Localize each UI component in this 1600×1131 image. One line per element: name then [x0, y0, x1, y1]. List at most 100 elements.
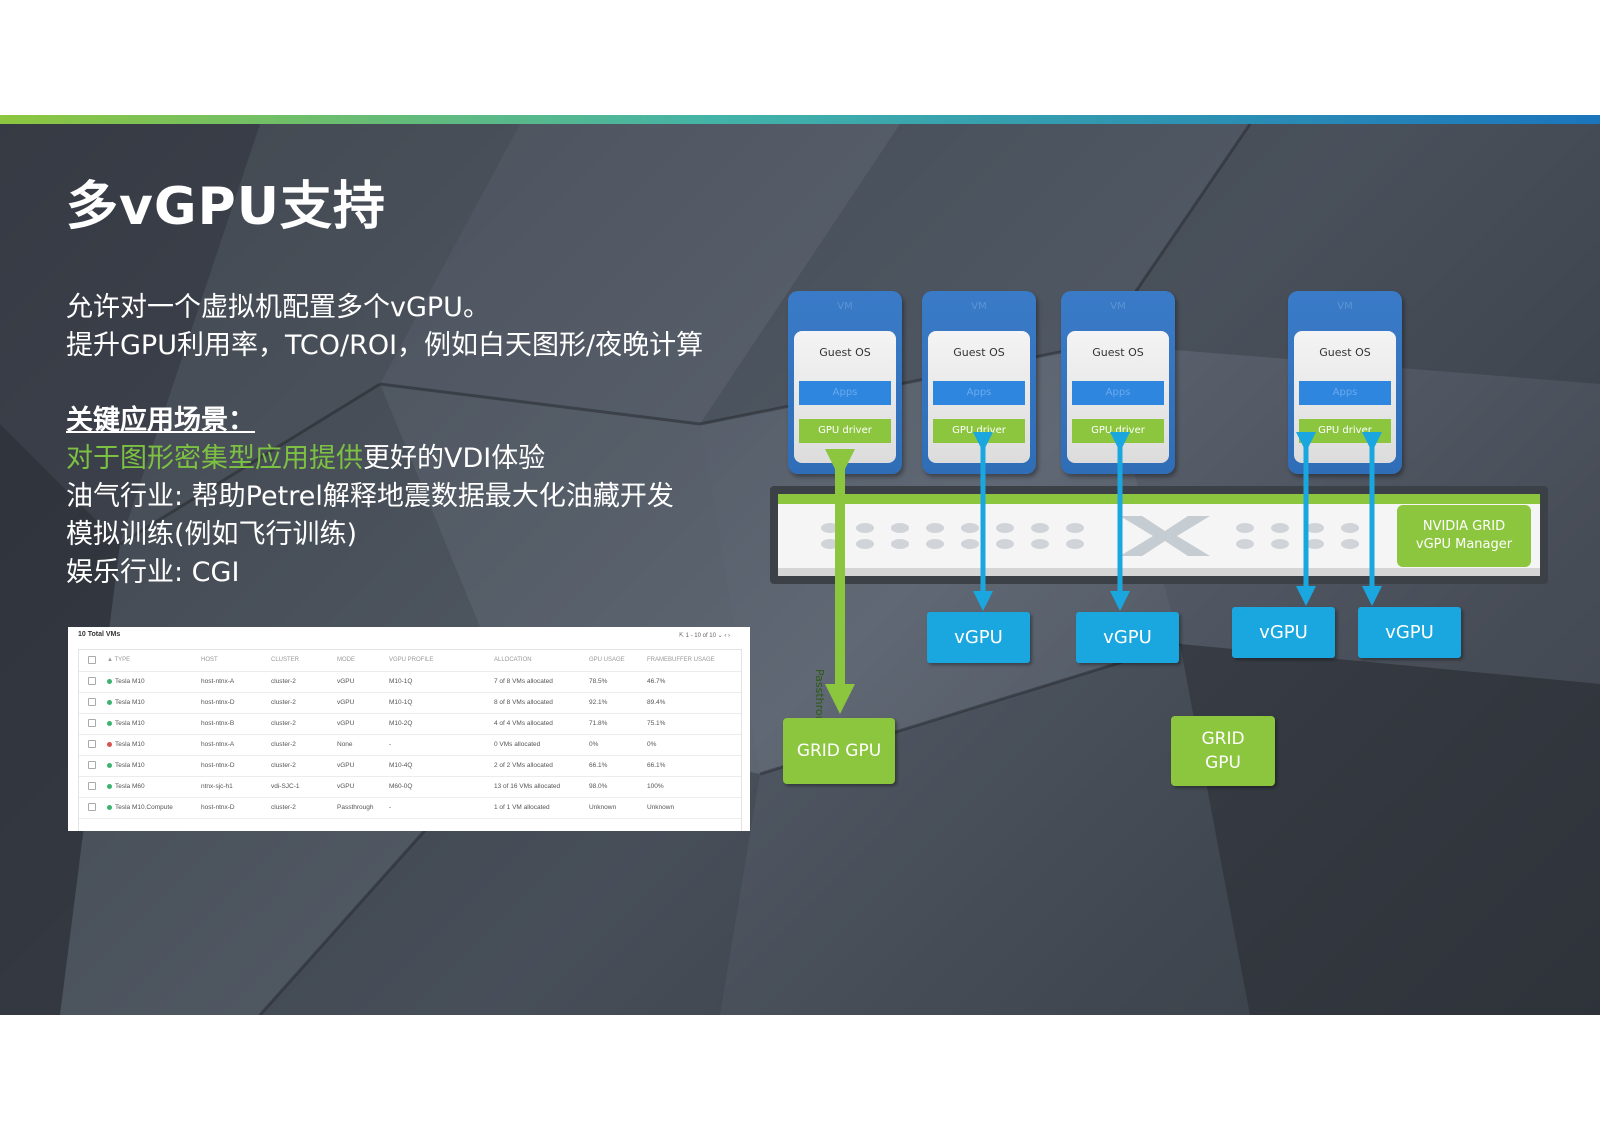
status-dot-icon — [107, 762, 112, 768]
table-pager[interactable]: ⇱ 1 - 10 of 10 ⌄ ‹ › — [679, 632, 730, 639]
slide-background: 多vGPU支持 允许对一个虚拟机配置多个vGPU。 提升GPU利用率，TCO/R… — [0, 124, 1600, 1015]
vgpu-box-1: vGPU — [927, 612, 1030, 663]
cell-type: Tesla M10 — [107, 762, 145, 769]
guest-os-label: Guest OS — [1319, 346, 1371, 359]
cell-allocation: 1 of 1 VM allocated — [494, 804, 550, 811]
scenario-training: 模拟训练(例如飞行训练) — [66, 519, 358, 550]
col-allocation[interactable]: ALLOCATION — [494, 657, 532, 663]
gpu-table-panel: 10 Total VMs ⇱ 1 - 10 of 10 ⌄ ‹ › ▲ TYPE… — [68, 627, 750, 831]
guest-os: Guest OS Apps GPU driver — [1294, 331, 1396, 463]
cell-type: Tesla M10 — [107, 699, 145, 706]
intro-line-2: 提升GPU利用率，TCO/ROI，例如白天图形/夜晚计算 — [66, 330, 704, 361]
cell-host: host-ntnx-A — [201, 678, 235, 685]
cell-cluster: cluster-2 — [271, 678, 296, 685]
row-checkbox[interactable] — [88, 719, 96, 727]
cell-allocation: 4 of 4 VMs allocated — [494, 720, 553, 727]
guest-os-label: Guest OS — [953, 346, 1005, 359]
cell-type-text: Tesla M10 — [115, 762, 145, 769]
row-checkbox[interactable] — [88, 803, 96, 811]
col-framebuffer-usage[interactable]: FRAMEBUFFER USAGE — [647, 657, 715, 663]
slide-title: 多vGPU支持 — [66, 177, 386, 237]
export-icon[interactable]: ⇱ — [678, 633, 686, 639]
grid-gpu-passthrough: GRID GPU — [783, 718, 895, 784]
intro-text: 允许对一个虚拟机配置多个vGPU。 提升GPU利用率，TCO/ROI，例如白天图… — [66, 289, 703, 365]
col-type[interactable]: ▲ TYPE — [107, 657, 131, 663]
gpu-driver-layer: GPU driver — [799, 419, 891, 443]
status-dot-icon — [107, 678, 112, 684]
apps-layer: Apps — [933, 381, 1025, 405]
cell-type-text: Tesla M10 — [115, 699, 145, 706]
col-cluster[interactable]: CLUSTER — [271, 657, 300, 663]
row-checkbox[interactable] — [88, 698, 96, 706]
status-dot-icon — [107, 804, 112, 810]
cell-gpu: 98.0% — [589, 783, 608, 790]
scenario-list: 关键应用场景： 对于图形密集型应用提供更好的VDI体验 油气行业: 帮助Petr… — [66, 402, 674, 592]
scenario-oil-gas: 油气行业: 帮助Petrel解释地震数据最大化油藏开发 — [66, 481, 674, 512]
cell-type-text: Tesla M60 — [115, 783, 145, 790]
status-dot-icon — [107, 720, 112, 726]
row-checkbox[interactable] — [88, 677, 96, 685]
cell-host: host-ntnx-D — [201, 804, 235, 811]
guest-os: Guest OS Apps GPU driver — [928, 331, 1030, 463]
cell-fb: 89.4% — [647, 699, 666, 706]
vm-label: VM — [1110, 301, 1126, 312]
guest-os: Guest OS Apps GPU driver — [1067, 331, 1169, 463]
vm-1: VM Guest OS Apps GPU driver — [788, 291, 902, 474]
gpu-table: ▲ TYPE HOST CLUSTER MODE VGPU PROFILE AL… — [78, 649, 742, 831]
table-header-row: ▲ TYPE HOST CLUSTER MODE VGPU PROFILE AL… — [79, 650, 741, 672]
guest-os-label: Guest OS — [1092, 346, 1144, 359]
apps-layer: Apps — [1299, 381, 1391, 405]
vm-2: VM Guest OS Apps GPU driver — [922, 291, 1036, 474]
col-vgpu-profile[interactable]: VGPU PROFILE — [389, 657, 434, 663]
cell-host: host-ntnx-A — [201, 741, 235, 748]
vgpu-manager-line1: NVIDIA GRID — [1422, 519, 1506, 534]
cell-host: host-ntnx-B — [201, 720, 235, 727]
grid-gpu-line2: GPU — [1205, 753, 1241, 773]
select-all-checkbox[interactable] — [88, 656, 96, 664]
cell-type: Tesla M10 — [107, 741, 145, 748]
cell-type-text: Tesla M10 — [115, 678, 145, 685]
cell-mode: vGPU — [337, 699, 355, 706]
cell-type-text: Tesla M10 — [115, 741, 145, 748]
cell-profile: M10-1Q — [389, 678, 413, 685]
cell-host: host-ntnx-D — [201, 762, 235, 769]
status-dot-icon — [107, 783, 112, 789]
vm-label: VM — [837, 301, 853, 312]
total-vms-label: 10 Total VMs — [78, 631, 121, 638]
cell-cluster: cluster-2 — [271, 762, 296, 769]
cell-type: Tesla M10 — [107, 720, 145, 727]
pager-text: 1 - 10 of 10 ⌄ ‹ › — [685, 633, 730, 639]
cell-fb: Unknown — [647, 804, 675, 811]
cell-fb: 46.7% — [647, 678, 666, 685]
cell-host: ntnx-sjc-h1 — [201, 783, 233, 790]
cell-allocation: 7 of 8 VMs allocated — [494, 678, 553, 685]
cell-mode: Passthrough — [337, 804, 374, 811]
cell-profile: - — [389, 741, 392, 748]
cell-mode: vGPU — [337, 762, 355, 769]
vm-3: VM Guest OS Apps GPU driver — [1061, 291, 1175, 474]
row-checkbox[interactable] — [88, 782, 96, 790]
col-host[interactable]: HOST — [201, 657, 218, 663]
col-gpu-usage[interactable]: GPU USAGE — [589, 657, 625, 663]
status-dot-icon — [107, 741, 112, 747]
scenario-vdi: 对于图形密集型应用提供更好的VDI体验 — [66, 440, 674, 478]
cell-gpu: 66.1% — [589, 762, 608, 769]
vm-4: VM Guest OS Apps GPU driver — [1288, 291, 1402, 474]
row-checkbox[interactable] — [88, 740, 96, 748]
apps-layer: Apps — [799, 381, 891, 405]
status-dot-icon — [107, 699, 112, 705]
cell-fb: 75.1% — [647, 720, 666, 727]
cell-allocation: 0 VMs allocated — [494, 741, 541, 748]
row-checkbox[interactable] — [88, 761, 96, 769]
col-mode[interactable]: MODE — [337, 657, 355, 663]
cell-type-text: Tesla M10 — [115, 720, 145, 727]
